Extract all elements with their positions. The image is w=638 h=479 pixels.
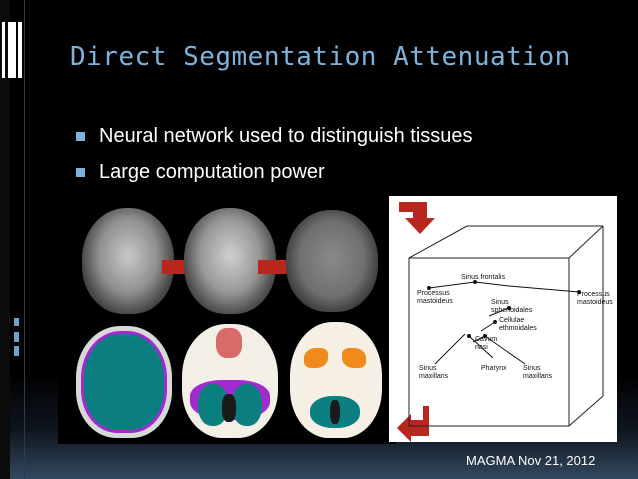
pointer-dots (427, 280, 581, 338)
decor-bar (8, 22, 16, 78)
label-cavum: Cavum (475, 336, 497, 343)
decor-bar (14, 318, 19, 326)
bullet-list: Neural network used to distinguish tissu… (76, 118, 473, 190)
slide-title: Direct Segmentation Attenuation (70, 42, 571, 72)
bullet-item: Large computation power (76, 154, 473, 190)
orange-region (304, 348, 328, 368)
segmented-slice-3 (290, 322, 382, 438)
left-edge (0, 0, 10, 479)
decor-bar (18, 22, 22, 78)
corner-arrow-down-icon (399, 202, 435, 234)
decor-bar (2, 22, 5, 78)
label-sinus-max-right: Sinus (523, 365, 541, 372)
mri-slice-masked (286, 210, 378, 312)
label-maxillaris-right: maxillaris (523, 373, 553, 380)
bullet-text: Large computation power (99, 160, 325, 183)
orange-region (342, 348, 366, 368)
label-pharynx: Pharynx (481, 365, 507, 372)
left-divider (24, 0, 25, 479)
dark-region (330, 400, 340, 424)
bullet-item: Neural network used to distinguish tissu… (76, 118, 473, 154)
mri-slice-original (82, 208, 174, 314)
mri-image-panel (58, 196, 396, 444)
segmented-slice-1 (76, 326, 172, 438)
label-sinus-max-left: Sinus (419, 365, 437, 372)
label-sphenoidales: sphenoidales (491, 307, 533, 314)
slide-footer: MAGMA Nov 21, 2012 (466, 453, 596, 468)
bullet-square-icon (76, 167, 85, 177)
label-maxillaris-left: maxillaris (419, 373, 449, 380)
label-processus-right: Processus (577, 291, 610, 298)
label-nasi: nasi (475, 344, 488, 351)
label-sinus-sphen: Sinus (491, 299, 509, 306)
label-mastoideus-right: mastoideus (577, 299, 613, 306)
teal-tissue (81, 331, 167, 433)
red-region (216, 328, 242, 358)
label-ethmoidales: ethmoidales (499, 325, 537, 332)
label-cellulae: Cellulae (499, 317, 524, 324)
bullet-square-icon (76, 131, 85, 141)
teal-region (232, 384, 262, 426)
anatomy-cube-diagram: Sinus frontalis Processus mastoideus Pro… (389, 196, 617, 442)
label-processus-left: Processus (417, 290, 450, 297)
segmented-slice-2 (182, 324, 278, 438)
cube-svg: Sinus frontalis Processus mastoideus Pro… (397, 202, 613, 442)
dark-region (222, 394, 236, 422)
cube-edges (408, 225, 604, 427)
decor-bar (14, 332, 19, 342)
decor-bar (14, 346, 19, 356)
label-mastoideus-left: mastoideus (417, 298, 453, 305)
label-sinus-frontalis: Sinus frontalis (461, 274, 505, 281)
bullet-text: Neural network used to distinguish tissu… (99, 124, 473, 147)
pointer-lines (428, 281, 580, 365)
corner-arrow-left-icon (397, 406, 429, 442)
